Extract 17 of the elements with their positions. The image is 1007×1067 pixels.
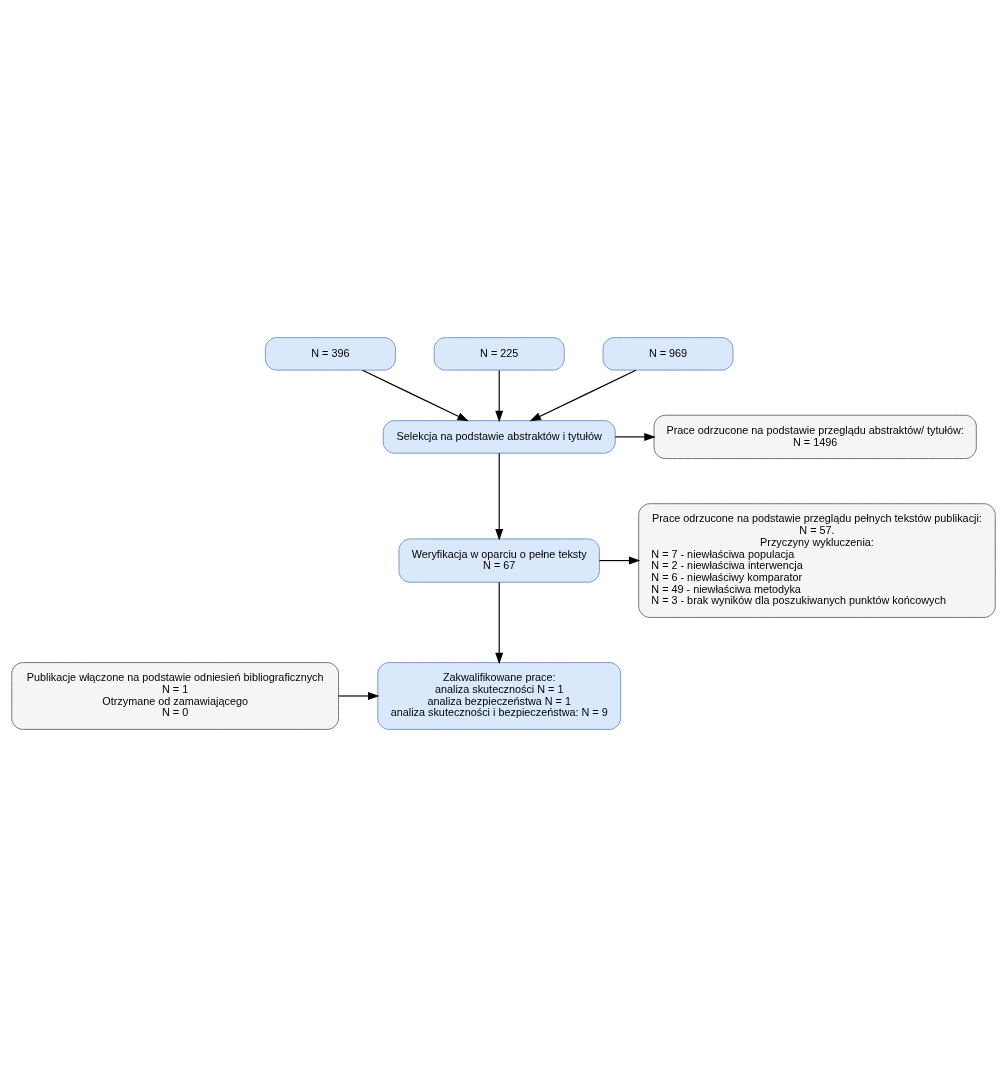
node-box: Publikacje włączone na podstawie odniesień bibliograficznych N = 1 Otrzymane od zamawiającego N = 0 bbox=[11, 662, 339, 730]
node-box: N = 396 bbox=[264, 337, 396, 371]
node-box: Selekcja na podstawie abstraktów i tytułów bbox=[382, 420, 616, 454]
node-box: Prace odrzucone na podstawie przeglądu pełnych tekstów publikacji: N = 57. Przyczyny wykluczenia: N = 7 - niewłaściwa populacja N = 2 - niewłaściwa interwencja N = 6 - niewłaściwy komparator N = 49 - niewłaściwa metodyka N = 3 - brak wyników dla poszukiwanych punktów końcowych bbox=[638, 503, 996, 618]
node-box: Zakwalifikowane prace: analiza skuteczności N = 1 analiza bezpieczeństwa N = 1 analiza skuteczności i bezpieczeństwa: N = 9 bbox=[377, 662, 622, 730]
arrow bbox=[338, 692, 380, 700]
arrow bbox=[495, 369, 504, 423]
arrow bbox=[529, 369, 637, 422]
arrow bbox=[495, 452, 504, 541]
node-box: N = 225 bbox=[433, 337, 565, 371]
arrow bbox=[495, 581, 504, 665]
node-box: Weryfikacja w oparciu o pełne teksty N = 67 bbox=[398, 538, 600, 583]
node-box: N = 969 bbox=[602, 337, 734, 371]
node-box: Prace odrzucone na podstawie przeglądu abstraktów/ tytułów: N = 1496 bbox=[653, 414, 977, 459]
arrow bbox=[598, 556, 641, 565]
arrow bbox=[614, 432, 656, 441]
arrow bbox=[361, 369, 469, 422]
